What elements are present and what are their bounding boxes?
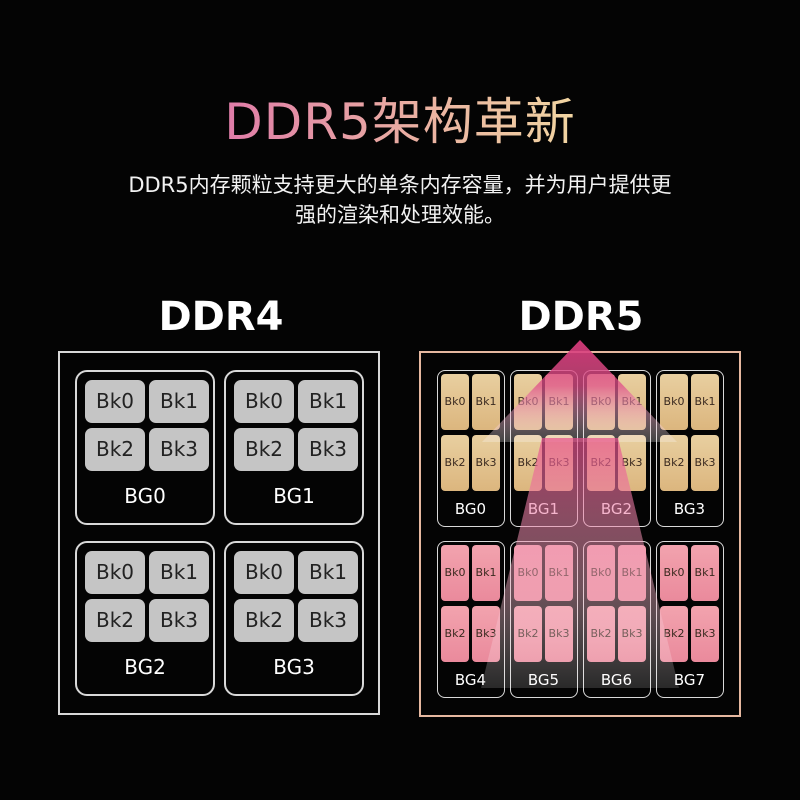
bank-group-label: BG1 [273, 484, 315, 508]
ddr4-bank-group: Bk0 Bk1 Bk2 Bk3 BG1 [224, 370, 364, 525]
bank-group-label: BG1 [527, 500, 560, 518]
bank: Bk0 [234, 551, 294, 594]
bank: Bk2 [587, 435, 615, 491]
bank: Bk0 [587, 374, 615, 430]
bank-group-label: BG7 [673, 671, 706, 689]
bank: Bk1 [618, 374, 646, 430]
bank: Bk0 [514, 545, 542, 601]
bank: Bk1 [545, 545, 573, 601]
ddr5-bank-group: Bk0 Bk1 Bk2 Bk3 BG5 [510, 541, 578, 698]
bank-group-label: BG2 [600, 500, 633, 518]
bank: Bk3 [545, 435, 573, 491]
bank: Bk2 [441, 435, 469, 491]
bank-group-label: BG2 [124, 655, 166, 679]
bank: Bk1 [298, 551, 358, 594]
bank: Bk3 [618, 435, 646, 491]
bank: Bk3 [298, 428, 358, 471]
bank: Bk3 [472, 606, 500, 662]
bank: Bk3 [298, 599, 358, 642]
bank: Bk0 [234, 380, 294, 423]
ddr5-bank-group: Bk0 Bk1 Bk2 Bk3 BG4 [437, 541, 505, 698]
ddr5-bank-group: Bk0 Bk1 Bk2 Bk3 BG0 [437, 370, 505, 527]
bank-group-label: BG3 [273, 655, 315, 679]
page-subtitle: DDR5内存颗粒支持更大的单条内存容量，并为用户提供更 强的渲染和处理效能。 [70, 170, 730, 230]
ddr5-bank-group: Bk0 Bk1 Bk2 Bk3 BG7 [656, 541, 724, 698]
ddr4-bank-group: Bk0 Bk1 Bk2 Bk3 BG3 [224, 541, 364, 696]
bank: Bk2 [514, 435, 542, 491]
bank: Bk0 [441, 545, 469, 601]
bank: Bk2 [234, 599, 294, 642]
bank: Bk2 [514, 606, 542, 662]
bank: Bk3 [149, 599, 209, 642]
ddr4-bank-group: Bk0 Bk1 Bk2 Bk3 BG0 [75, 370, 215, 525]
bank: Bk1 [149, 380, 209, 423]
ddr5-bank-group: Bk0 Bk1 Bk2 Bk3 BG2 [583, 370, 651, 527]
bank: Bk1 [618, 545, 646, 601]
bank-group-label: BG0 [454, 500, 487, 518]
bank: Bk0 [85, 551, 145, 594]
bank: Bk1 [298, 380, 358, 423]
subtitle-line-2: 强的渲染和处理效能。 [295, 203, 505, 227]
ddr5-bank-group: Bk0 Bk1 Bk2 Bk3 BG6 [583, 541, 651, 698]
bank: Bk0 [660, 545, 688, 601]
bank-group-label: BG5 [527, 671, 560, 689]
bank: Bk3 [691, 435, 719, 491]
ddr4-label: DDR4 [158, 294, 284, 340]
bank: Bk1 [691, 545, 719, 601]
bank: Bk0 [85, 380, 145, 423]
bank: Bk3 [618, 606, 646, 662]
bank: Bk2 [234, 428, 294, 471]
ddr4-bank-group: Bk0 Bk1 Bk2 Bk3 BG2 [75, 541, 215, 696]
bank: Bk3 [691, 606, 719, 662]
bank: Bk1 [472, 545, 500, 601]
bank-group-label: BG4 [454, 671, 487, 689]
bank: Bk2 [660, 435, 688, 491]
bank: Bk2 [85, 428, 145, 471]
bank: Bk3 [545, 606, 573, 662]
bank: Bk3 [472, 435, 500, 491]
bank: Bk2 [441, 606, 469, 662]
bank: Bk1 [472, 374, 500, 430]
bank: Bk0 [660, 374, 688, 430]
bank: Bk1 [691, 374, 719, 430]
ddr5-panel: Bk0 Bk1 Bk2 Bk3 BG0 Bk0 Bk1 Bk2 Bk3 BG1 … [419, 351, 741, 717]
subtitle-line-1: DDR5内存颗粒支持更大的单条内存容量，并为用户提供更 [128, 173, 672, 197]
page-title: DDR5架构革新 [224, 93, 576, 151]
bank-group-label: BG0 [124, 484, 166, 508]
bank: Bk0 [587, 545, 615, 601]
bank: Bk0 [441, 374, 469, 430]
bank: Bk0 [514, 374, 542, 430]
ddr5-bank-group: Bk0 Bk1 Bk2 Bk3 BG3 [656, 370, 724, 527]
bank: Bk2 [660, 606, 688, 662]
ddr5-label: DDR5 [518, 294, 644, 340]
ddr4-panel: Bk0 Bk1 Bk2 Bk3 BG0 Bk0 Bk1 Bk2 Bk3 BG1 … [58, 351, 380, 715]
bank-group-label: BG3 [673, 500, 706, 518]
bank: Bk2 [587, 606, 615, 662]
bank: Bk2 [85, 599, 145, 642]
ddr5-bank-group: Bk0 Bk1 Bk2 Bk3 BG1 [510, 370, 578, 527]
bank-group-label: BG6 [600, 671, 633, 689]
bank: Bk3 [149, 428, 209, 471]
bank: Bk1 [149, 551, 209, 594]
bank: Bk1 [545, 374, 573, 430]
